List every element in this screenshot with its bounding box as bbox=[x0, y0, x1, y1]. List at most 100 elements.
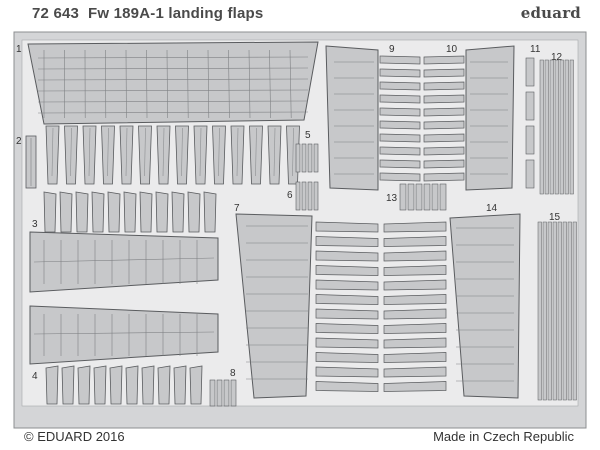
flap-rib bbox=[315, 366, 379, 378]
etch-line bbox=[37, 100, 309, 103]
flap-rib bbox=[155, 191, 169, 233]
flap-rib bbox=[125, 365, 139, 405]
etch-line bbox=[255, 127, 257, 177]
bracket bbox=[307, 143, 313, 173]
part-12-strips bbox=[539, 59, 574, 195]
flap-rib bbox=[189, 365, 203, 405]
flap-rib bbox=[423, 120, 465, 130]
strip bbox=[525, 57, 535, 87]
flap-rib bbox=[423, 94, 465, 104]
part-9-panel bbox=[325, 45, 421, 191]
flap-rib bbox=[383, 250, 447, 262]
flap-rib bbox=[383, 337, 447, 349]
part-6-brackets bbox=[295, 181, 319, 211]
etch-line bbox=[228, 49, 230, 119]
flap-rib bbox=[383, 236, 447, 247]
flap-rib bbox=[43, 191, 57, 233]
bracket bbox=[313, 143, 319, 173]
etch-line bbox=[107, 127, 109, 177]
part-14-flap bbox=[383, 213, 521, 399]
flap-rib bbox=[77, 365, 91, 405]
strip bbox=[525, 91, 535, 121]
strip bbox=[539, 59, 544, 195]
flap-rib bbox=[379, 159, 421, 169]
flap-rib bbox=[91, 191, 105, 233]
etch-line bbox=[207, 49, 210, 119]
strip bbox=[549, 59, 554, 195]
etch-line bbox=[289, 49, 292, 119]
etch-line bbox=[70, 127, 72, 177]
part-number-10: 10 bbox=[446, 44, 458, 55]
part-number-14: 14 bbox=[486, 203, 498, 214]
strip bbox=[525, 125, 535, 155]
flap-rib bbox=[379, 107, 421, 117]
part-4-flap bbox=[29, 305, 219, 405]
etch-line bbox=[144, 127, 146, 177]
strip bbox=[557, 221, 562, 401]
etch-line bbox=[33, 331, 215, 335]
flap-rib bbox=[383, 381, 447, 392]
bracket bbox=[216, 379, 223, 407]
flap-rib bbox=[383, 279, 447, 291]
bracket bbox=[209, 379, 216, 407]
bracket bbox=[415, 183, 423, 211]
part-2-strip bbox=[25, 135, 37, 189]
flap-rib bbox=[315, 236, 379, 247]
etch-line bbox=[181, 127, 183, 177]
flap-rib bbox=[315, 250, 379, 262]
flap-rib bbox=[423, 68, 465, 78]
flap-rib bbox=[383, 352, 447, 363]
strip bbox=[559, 59, 564, 195]
flap-rib bbox=[379, 94, 421, 104]
etch-line bbox=[187, 49, 189, 119]
part-number-6: 6 bbox=[287, 190, 293, 201]
part-3-flap bbox=[29, 191, 219, 293]
strip bbox=[537, 221, 542, 401]
bracket bbox=[407, 183, 415, 211]
origin-text: Made in Czech Republic bbox=[433, 429, 574, 444]
flap-rib bbox=[109, 365, 123, 405]
flap-rib bbox=[423, 159, 465, 169]
part-5-brackets bbox=[295, 143, 319, 173]
part-13-brackets bbox=[399, 183, 447, 211]
flap-rib bbox=[157, 365, 171, 405]
bracket bbox=[399, 183, 407, 211]
flap-rib bbox=[423, 55, 465, 65]
bracket bbox=[223, 379, 230, 407]
strip bbox=[562, 221, 567, 401]
etch-line bbox=[269, 49, 271, 119]
flap-rib bbox=[379, 68, 421, 78]
bracket bbox=[295, 143, 301, 173]
part-15-strips bbox=[537, 221, 577, 401]
flap-rib bbox=[379, 133, 421, 143]
copyright-text: © EDUARD 2016 bbox=[24, 429, 125, 444]
bracket bbox=[230, 379, 237, 407]
product-code: 72 643 bbox=[32, 5, 80, 22]
etch-line bbox=[37, 89, 309, 92]
etch-line bbox=[33, 257, 215, 263]
bracket bbox=[439, 183, 447, 211]
bracket bbox=[301, 143, 307, 173]
flap-rib bbox=[187, 191, 201, 233]
flap-rib bbox=[45, 365, 59, 405]
part-1-flap bbox=[27, 41, 319, 185]
flap-rib bbox=[75, 191, 89, 233]
strip bbox=[554, 59, 559, 195]
flap-rib bbox=[379, 55, 421, 65]
part-11-strips bbox=[525, 57, 535, 189]
flap-rib bbox=[423, 133, 465, 143]
flap-rib bbox=[315, 221, 379, 233]
strip bbox=[567, 221, 572, 401]
etch-line bbox=[88, 127, 91, 177]
flap-rib bbox=[379, 146, 421, 156]
part-number-12: 12 bbox=[551, 52, 563, 63]
bracket bbox=[313, 181, 319, 211]
etch-line bbox=[292, 127, 294, 177]
flap-rib bbox=[379, 120, 421, 130]
brand-logo: eduard bbox=[520, 4, 581, 22]
etch-line bbox=[218, 127, 220, 177]
part-number-3: 3 bbox=[32, 219, 38, 230]
flap-rib bbox=[423, 107, 465, 117]
